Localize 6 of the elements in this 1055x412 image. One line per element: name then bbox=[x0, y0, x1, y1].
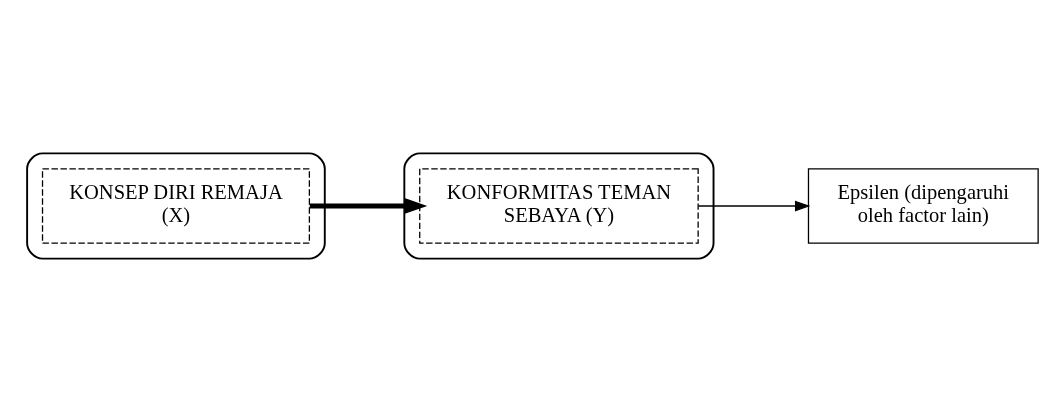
node-box: KONFORMITAS TEMAN SEBAYA (Y) bbox=[419, 168, 699, 244]
arrow bbox=[309, 197, 428, 215]
node-box: Epsilen (dipengaruhi oleh factor lain) bbox=[807, 168, 1039, 244]
cluster bbox=[26, 152, 326, 260]
arrow bbox=[697, 200, 811, 212]
node-box: KONSEP DIRI REMAJA (X) bbox=[41, 168, 311, 244]
